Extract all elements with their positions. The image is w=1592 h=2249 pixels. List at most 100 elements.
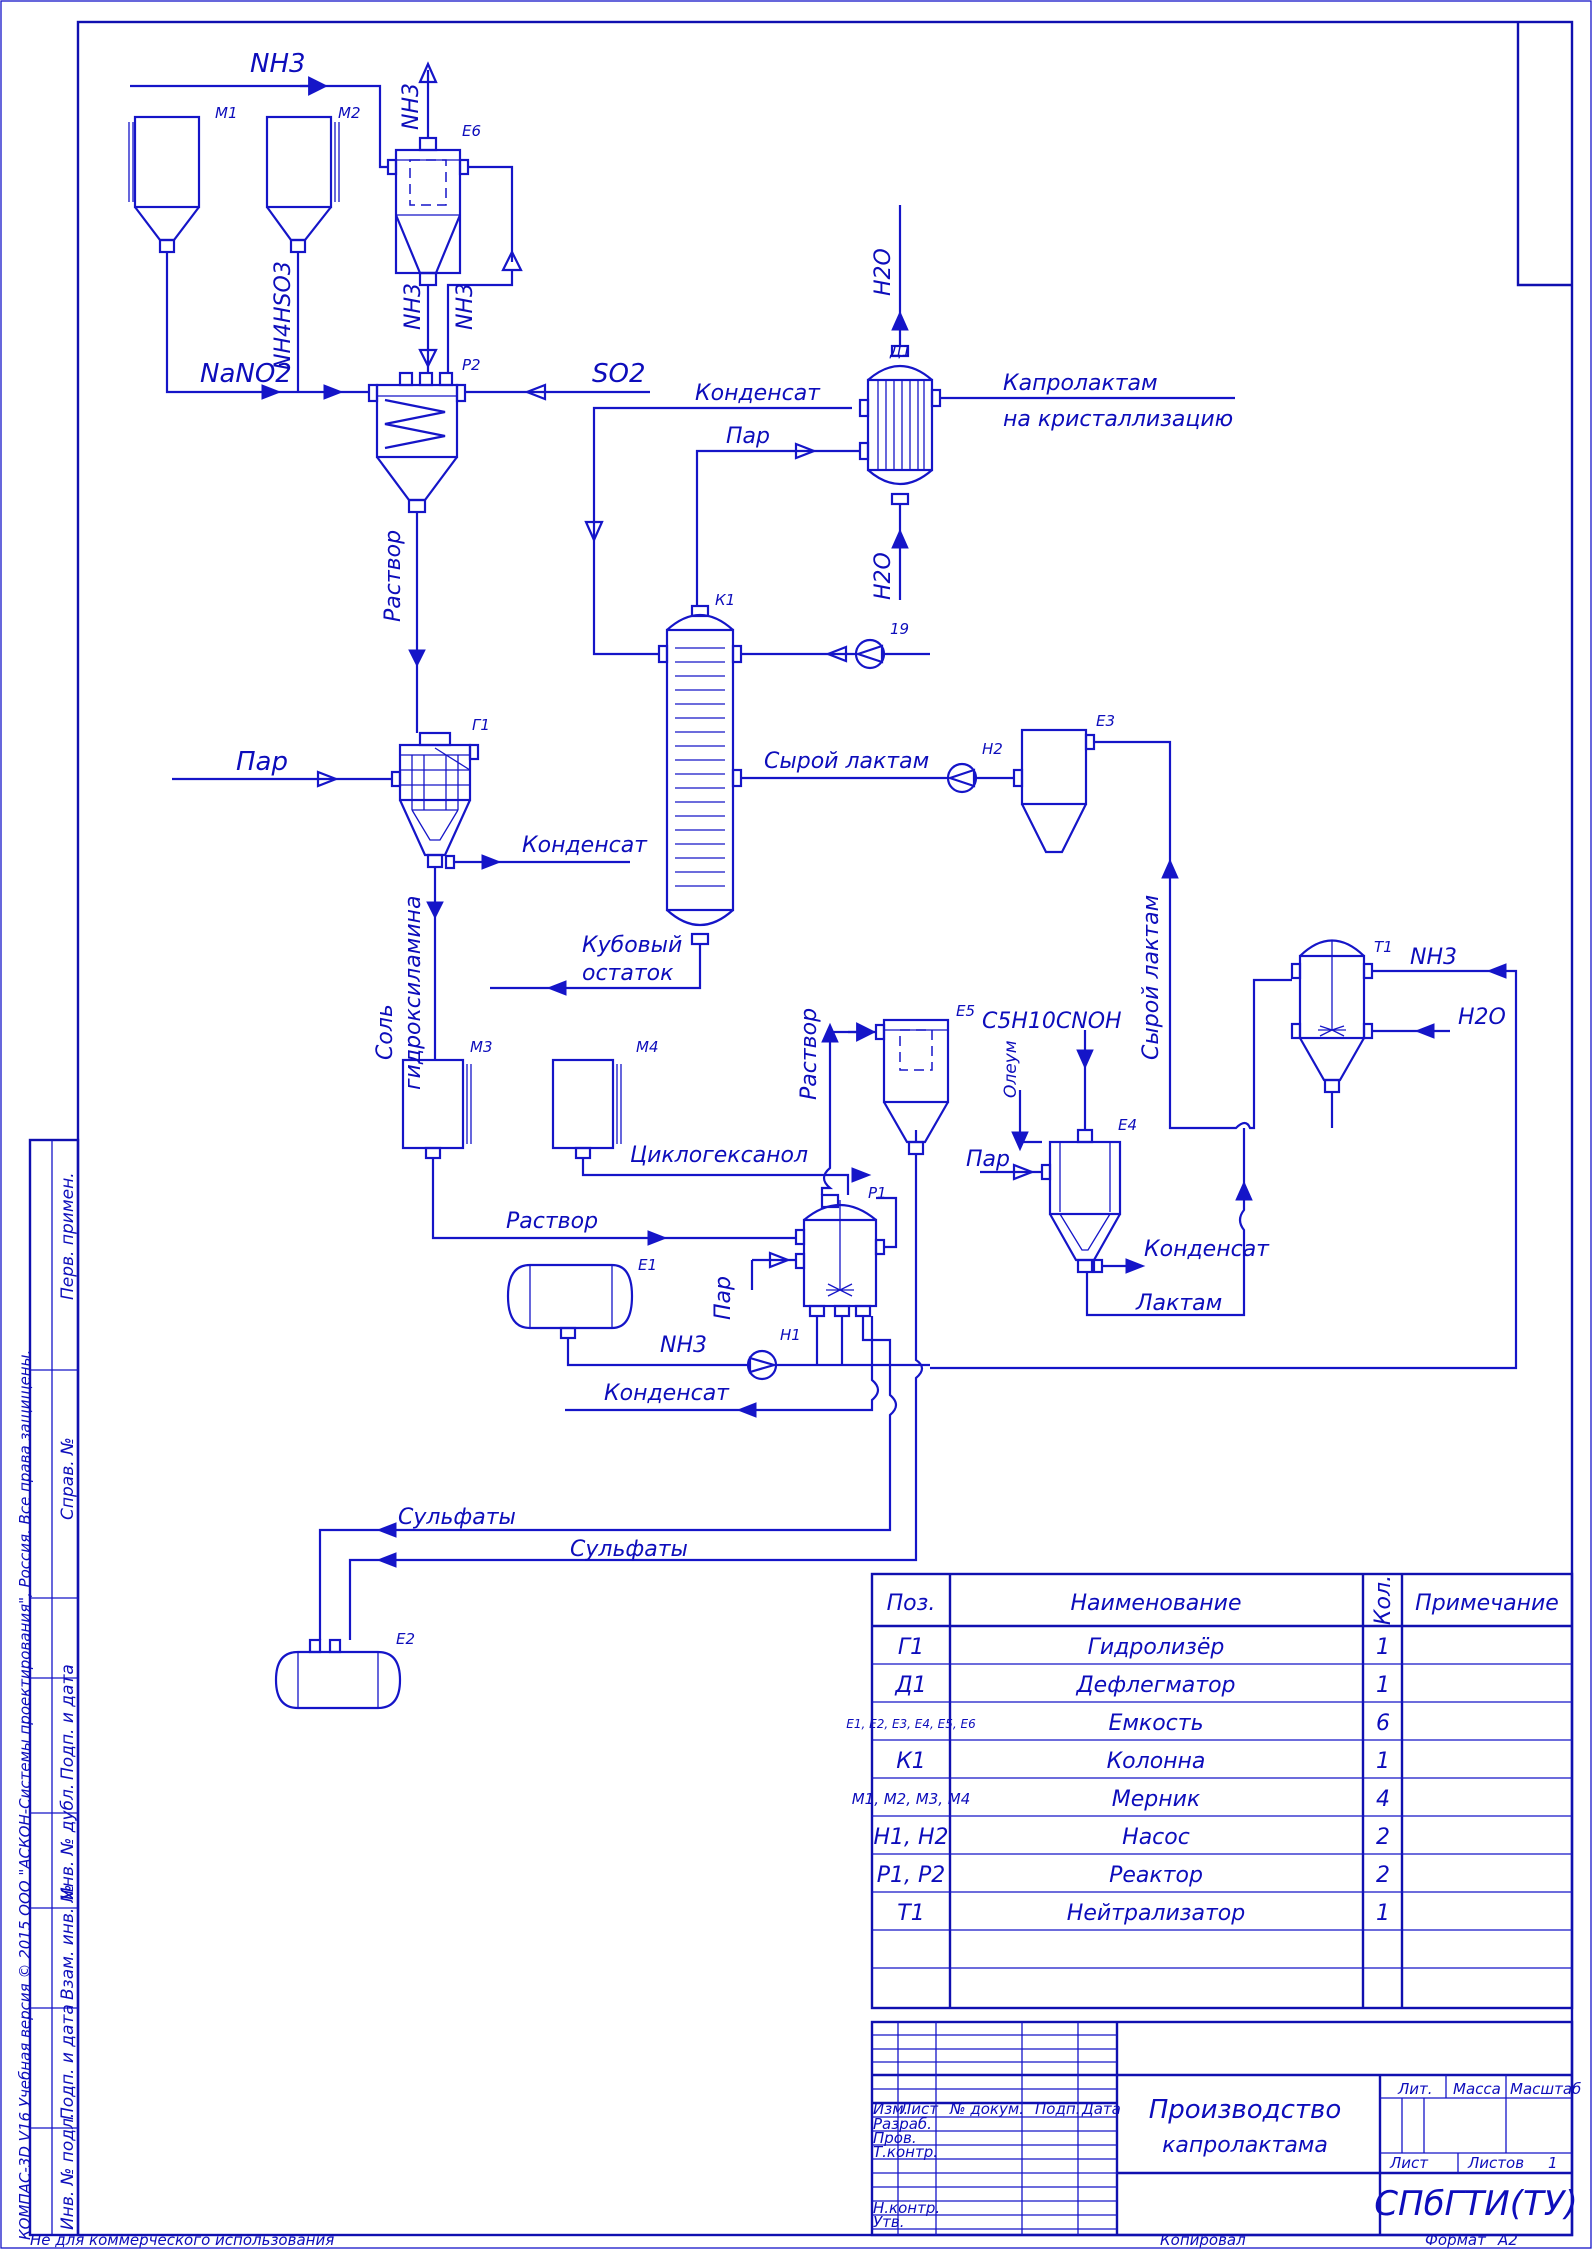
stream-kaprolaktam-2: на кристаллизацию [1003, 407, 1233, 432]
table-row-qty: 6 [1376, 1711, 1390, 1736]
stream-kondensat-g1: Конденсат [522, 833, 648, 858]
label-d1: Д1 [889, 342, 911, 360]
label-p1: Р1 [868, 1184, 887, 1202]
table-row-pos: М1, М2, М3, М4 [852, 1790, 971, 1808]
stream-kondensat-p1: Конденсат [604, 1381, 730, 1406]
dephlegmator-d1: Д1 [858, 342, 942, 506]
piping [130, 61, 1518, 1640]
stream-h2o-bottom: H2O [871, 552, 896, 600]
stream-kondensat-d1: Конденсат [695, 381, 821, 406]
corner-stamp [1516, 22, 1572, 287]
stream-laktam: Лактам [1135, 1291, 1222, 1316]
label-e3: Е3 [1096, 712, 1115, 730]
stream-sol-1: Соль [373, 1004, 398, 1060]
stream-kubovy-1: Кубовый [582, 933, 682, 958]
stream-nh3-down1: NH3 [401, 283, 426, 330]
stream-syroy-laktam-t1: Сырой лактам [1139, 895, 1164, 1060]
label-m2: М2 [338, 104, 361, 122]
vessel-e6: Е6 [386, 122, 481, 287]
vessel-e1: Е1 [506, 1256, 657, 1340]
tb-prov: Пров. [873, 2129, 917, 2147]
table-header-name: Наименование [1071, 1591, 1242, 1616]
tb-massa: Масса [1453, 2080, 1501, 2098]
label-m1: М1 [215, 104, 238, 122]
stream-h2o-t1: H2O [1458, 1005, 1506, 1030]
stream-c5h10cnoh: C5H10CNOH [982, 1009, 1122, 1034]
vessel-e2: Е2 [274, 1630, 415, 1710]
noncommercial-text: Не для коммерческого использования [30, 2231, 334, 2249]
table-row-name: Гидролизёр [1088, 1635, 1225, 1660]
stream-nh3-out: NH3 [399, 83, 424, 130]
table-header-note: Примечание [1415, 1591, 1559, 1616]
stream-labels: NH3 NH3 NH3 NH3 NH4HSO3 NaNO2 SO2 Конден… [200, 49, 1506, 1562]
measuring-tank-m2: М2 [265, 104, 361, 254]
stamp-podp-data-2: Подп. и дата [58, 2004, 78, 2120]
table-row-name: Колонна [1107, 1749, 1206, 1774]
neutralizer-t1: Т1 [1290, 938, 1393, 1094]
table-row-name: Дефлегматор [1075, 1673, 1235, 1698]
side-stamp: Перв. примен. Справ. № Подп. и дата Инв.… [16, 1138, 80, 2240]
tb-list-lbl: Лист [1389, 2154, 1429, 2172]
stream-rastvor-p2: Раствор [381, 530, 406, 622]
stream-kubovy-2: остаток [582, 961, 674, 986]
stamp-perv-primen: Перв. примен. [58, 1172, 78, 1300]
tb-tkontr: Т.контр. [873, 2143, 938, 2161]
tb-utv: Утв. [873, 2213, 905, 2231]
specification-table: Поз. Наименование Кол. Примечание Г1 Гид… [846, 1572, 1574, 2010]
tb-razrab: Разраб. [873, 2115, 932, 2133]
title-block: Изм. Лист № докум. Подп. Дата Разраб. Пр… [870, 2020, 1581, 2237]
table-row-qty: 1 [1376, 1749, 1390, 1774]
stamp-vzam-inv: Взам. инв. № [58, 1885, 78, 2000]
table-row-name: Насос [1122, 1825, 1190, 1850]
tb-izm: Изм. [873, 2100, 908, 2118]
stream-par-d1: Пар [726, 424, 770, 449]
stream-rastvor-m3: Раствор [506, 1209, 598, 1234]
kopiroval-text: Копировал [1160, 2231, 1246, 2249]
label-e5: Е5 [956, 1002, 975, 1020]
stamp-inv-dubl: Инв. № дубл. [58, 1784, 78, 1900]
drawing-frame [76, 20, 1574, 2237]
table-row-name: Реактор [1109, 1863, 1203, 1888]
tb-org: СПбГТИ(ТУ) [1374, 2184, 1577, 2224]
tb-listov-val: 1 [1548, 2154, 1558, 2172]
label-h1: Н1 [780, 1326, 801, 1344]
table-row-qty: 1 [1376, 1901, 1390, 1926]
table-row-qty: 4 [1376, 1787, 1390, 1812]
pump-19: 19 [854, 620, 909, 670]
stream-nh3-in: NH3 [250, 49, 306, 79]
table-row-pos: Е1, Е2, Е3, Е4, Е5, Е6 [846, 1717, 976, 1731]
stream-ciklogeksanol: Циклогексанол [630, 1143, 808, 1168]
reactor-p2: Р2 [367, 356, 481, 514]
stream-nh3-t1: NH3 [1410, 945, 1457, 970]
label-p2: Р2 [462, 356, 481, 374]
stream-sol-2: гидроксиламина [401, 896, 426, 1090]
table-row-qty: 1 [1376, 1635, 1390, 1660]
stream-kondensat-e4: Конденсат [1144, 1237, 1270, 1262]
table-row-pos: Г1 [898, 1635, 924, 1660]
distillation-column-k1: К1 [657, 591, 743, 946]
stamp-sprav-no: Справ. № [58, 1437, 78, 1520]
stream-so2: SO2 [592, 359, 646, 389]
tb-nkontr: Н.контр. [873, 2199, 940, 2217]
table-row-pos: Д1 [894, 1673, 926, 1698]
pump-h1: Н1 [746, 1326, 801, 1381]
table-row-pos: К1 [896, 1749, 926, 1774]
vessel-e5: Е5 [874, 1002, 975, 1156]
stream-syroy-laktam-k1: Сырой лактам [764, 749, 929, 774]
label-e4: Е4 [1118, 1116, 1137, 1134]
format-value: A2 [1497, 2231, 1518, 2249]
table-row-qty: 2 [1376, 1863, 1390, 1888]
stream-h2o-top: H2O [871, 248, 896, 296]
label-k1: К1 [715, 591, 735, 609]
table-row-pos: Р1, Р2 [877, 1863, 946, 1888]
label-m3: М3 [470, 1038, 493, 1056]
table-row-qty: 1 [1376, 1673, 1390, 1698]
vessel-e4: Е4 [1040, 1116, 1137, 1274]
tb-title-2: капролактама [1162, 2133, 1328, 2158]
stream-rastvor-e5: Раствор [797, 1008, 822, 1100]
reactor-p1: Р1 [794, 1184, 887, 1318]
tb-listov-lbl: Листов [1467, 2154, 1524, 2172]
label-e6: Е6 [462, 122, 481, 140]
tb-data: Дата [1081, 2100, 1121, 2118]
